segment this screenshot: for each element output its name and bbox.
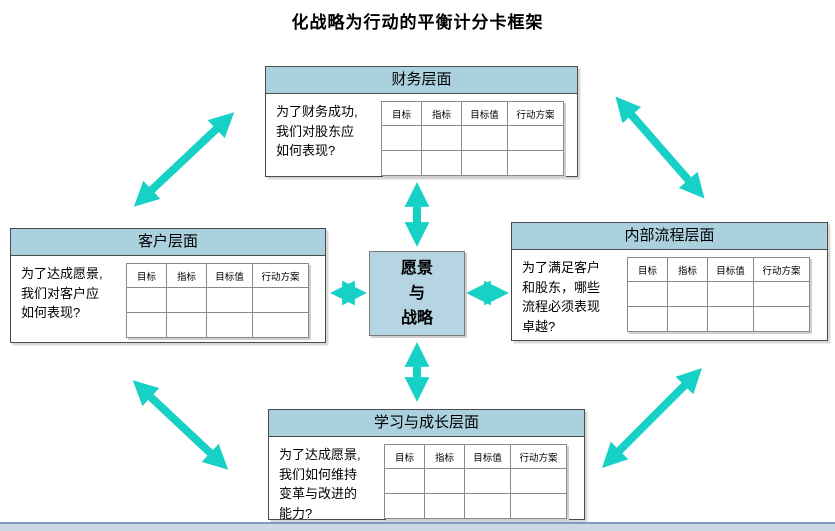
score-table-empty-cell — [753, 306, 810, 332]
score-table-empty-cell — [381, 150, 422, 176]
score-table-column-header: 指标 — [667, 257, 708, 282]
score-table-column-header: 目标值 — [461, 101, 508, 126]
score-table-empty-cell — [510, 493, 567, 519]
score-table-empty-row — [126, 312, 309, 338]
arrow-learning-internal — [601, 367, 703, 469]
score-table-empty-cell — [464, 468, 511, 494]
internal-process-perspective-box: 内部流程层面 为了满足客户 和股东，哪些 流程必须表现 卓越? 目标指标目标值行… — [511, 222, 828, 341]
learning-growth-perspective-box: 学习与成长层面 为了达成愿景, 我们如何维持 变革与改进的 能力? 目标指标目标… — [268, 409, 585, 521]
score-table-empty-cell — [252, 312, 309, 338]
score-table-empty-cell — [507, 150, 564, 176]
score-table-empty-row — [381, 150, 564, 176]
score-table-empty-row — [627, 306, 810, 332]
score-table-empty-cell — [753, 281, 810, 307]
internal-process-perspective-body: 为了满足客户 和股东，哪些 流程必须表现 卓越? 目标指标目标值行动方案 — [512, 250, 827, 340]
internal-process-perspective-title: 内部流程层面 — [512, 223, 827, 250]
score-table-empty-cell — [464, 493, 511, 519]
score-table-empty-cell — [667, 306, 708, 332]
diagram-title: 化战略为行动的平衡计分卡框架 — [291, 13, 544, 32]
score-table-column-header: 目标 — [126, 263, 167, 288]
customer-perspective-body: 为了达成愿景, 我们对客户应 如何表现? 目标指标目标值行动方案 — [11, 256, 325, 342]
score-table-empty-cell — [627, 281, 668, 307]
score-table-empty-cell — [126, 287, 167, 313]
score-table-column-header: 目标值 — [707, 257, 754, 282]
financial-question: 为了财务成功, 我们对股东应 如何表现? — [276, 104, 358, 158]
score-table-empty-cell — [461, 125, 508, 151]
score-table-column-header: 指标 — [424, 444, 465, 469]
financial-perspective-box: 财务层面 为了财务成功, 我们对股东应 如何表现? 目标指标目标值行动方案 — [265, 66, 578, 177]
customer-question: 为了达成愿景, 我们对客户应 如何表现? — [21, 266, 103, 320]
score-table-empty-row — [384, 468, 567, 494]
score-table-empty-cell — [507, 125, 564, 151]
score-table-empty-row — [384, 493, 567, 519]
customer-perspective-title: 客户层面 — [11, 229, 325, 256]
score-table-empty-cell — [707, 281, 754, 307]
score-table-empty-cell — [206, 287, 253, 313]
internal-process-question: 为了满足客户 和股东，哪些 流程必须表现 卓越? — [522, 260, 601, 334]
score-table-empty-cell — [421, 125, 462, 151]
arrow-customer-financial — [133, 112, 235, 207]
score-table-empty-row — [126, 287, 309, 313]
score-table-column-header: 目标值 — [206, 263, 253, 288]
arrow-customer-learning — [132, 380, 229, 470]
bottom-slide-edge — [0, 522, 835, 531]
score-table-empty-cell — [424, 468, 465, 494]
score-table-column-header: 目标 — [627, 257, 668, 282]
score-table-empty-row — [627, 281, 810, 307]
score-table-empty-cell — [667, 281, 708, 307]
score-table-empty-cell — [384, 468, 425, 494]
vision-strategy-line: 愿景 — [400, 260, 433, 277]
score-table-empty-cell — [166, 312, 207, 338]
score-table-column-header: 目标 — [384, 444, 425, 469]
score-table-column-header: 目标值 — [464, 444, 511, 469]
score-table-empty-cell — [424, 493, 465, 519]
learning-growth-question: 为了达成愿景, 我们如何维持 变革与改进的 能力? — [279, 447, 361, 521]
learning-growth-perspective-body: 为了达成愿景, 我们如何维持 变革与改进的 能力? 目标指标目标值行动方案 — [269, 437, 584, 527]
internal-process-score-table: 目标指标目标值行动方案 — [627, 257, 810, 332]
score-table-column-header: 目标 — [381, 101, 422, 126]
score-table-empty-cell — [252, 287, 309, 313]
score-table-empty-row — [381, 125, 564, 151]
score-table-column-header: 指标 — [421, 101, 462, 126]
arrow-financial-internal — [615, 96, 705, 199]
score-table-empty-cell — [510, 468, 567, 494]
financial-score-table: 目标指标目标值行动方案 — [381, 101, 564, 176]
score-table-empty-cell — [627, 306, 668, 332]
customer-perspective-box: 客户层面 为了达成愿景, 我们对客户应 如何表现? 目标指标目标值行动方案 — [10, 228, 326, 343]
financial-perspective-title: 财务层面 — [266, 67, 577, 94]
score-table-empty-cell — [166, 287, 207, 313]
vision-strategy-line: 战略 — [400, 310, 433, 327]
score-table-empty-cell — [381, 125, 422, 151]
learning-growth-perspective-title: 学习与成长层面 — [269, 410, 584, 437]
score-table-column-header: 行动方案 — [510, 444, 567, 469]
score-table-empty-cell — [384, 493, 425, 519]
score-table-empty-cell — [461, 150, 508, 176]
score-table-column-header: 行动方案 — [507, 101, 564, 126]
score-table-empty-cell — [421, 150, 462, 176]
vision-strategy-box: 愿景 与 战略 — [369, 251, 465, 336]
score-table-empty-cell — [206, 312, 253, 338]
learning-growth-score-table: 目标指标目标值行动方案 — [384, 444, 567, 519]
vision-strategy-line: 与 — [408, 285, 425, 302]
financial-perspective-body: 为了财务成功, 我们对股东应 如何表现? 目标指标目标值行动方案 — [266, 94, 577, 180]
customer-score-table: 目标指标目标值行动方案 — [126, 263, 309, 338]
score-table-column-header: 行动方案 — [252, 263, 309, 288]
score-table-column-header: 行动方案 — [753, 257, 810, 282]
score-table-empty-cell — [707, 306, 754, 332]
score-table-empty-cell — [126, 312, 167, 338]
score-table-column-header: 指标 — [166, 263, 207, 288]
